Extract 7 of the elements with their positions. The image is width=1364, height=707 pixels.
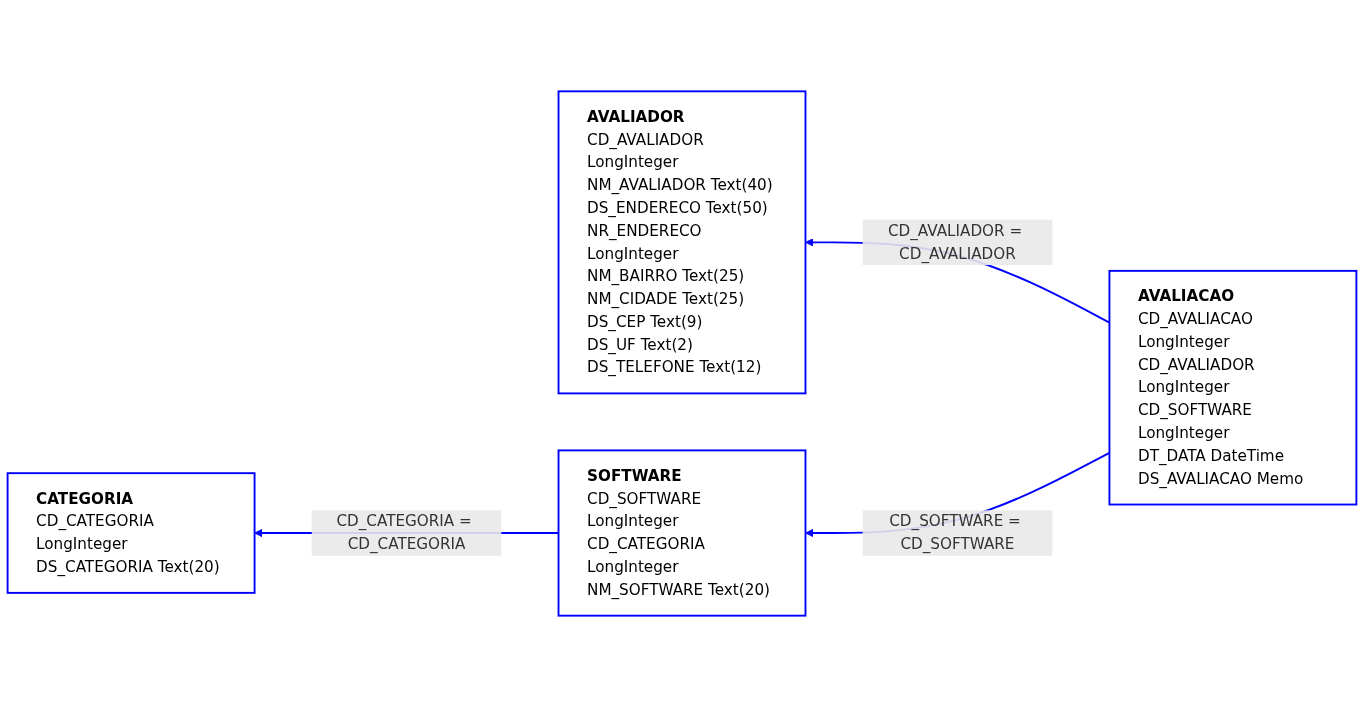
- node-box: SOFTWARE CD_SOFTWARE LongInteger CD_CATEGORIA LongInteger NM_SOFTWARE Text(20): [557, 449, 807, 617]
- node-box: AVALIADOR CD_AVALIADOR LongInteger NM_AVALIADOR Text(40) DS_ENDERECO Text(50) NR_ENDERECO LongInteger NM_BAIRRO Text(25) NM_CIDADE Text(25) DS_CEP Text(9) DS_UF Text(2) DS_TELEFONE Text(12): [557, 90, 807, 395]
- edge-label: CD_SOFTWARE = CD_SOFTWARE: [889, 512, 1021, 553]
- edge-label: CD_CATEGORIA = CD_CATEGORIA: [336, 512, 472, 553]
- node-box: AVALIACAO CD_AVALIACAO LongInteger CD_AVALIADOR LongInteger CD_SOFTWARE LongInteger DT_DATA DateTime DS_AVALIACAO Memo: [1108, 269, 1358, 506]
- node-box: CATEGORIA CD_CATEGORIA LongInteger DS_CATEGORIA Text(20): [6, 472, 256, 594]
- edge-label: CD_AVALIADOR = CD_AVALIADOR: [887, 221, 1023, 263]
